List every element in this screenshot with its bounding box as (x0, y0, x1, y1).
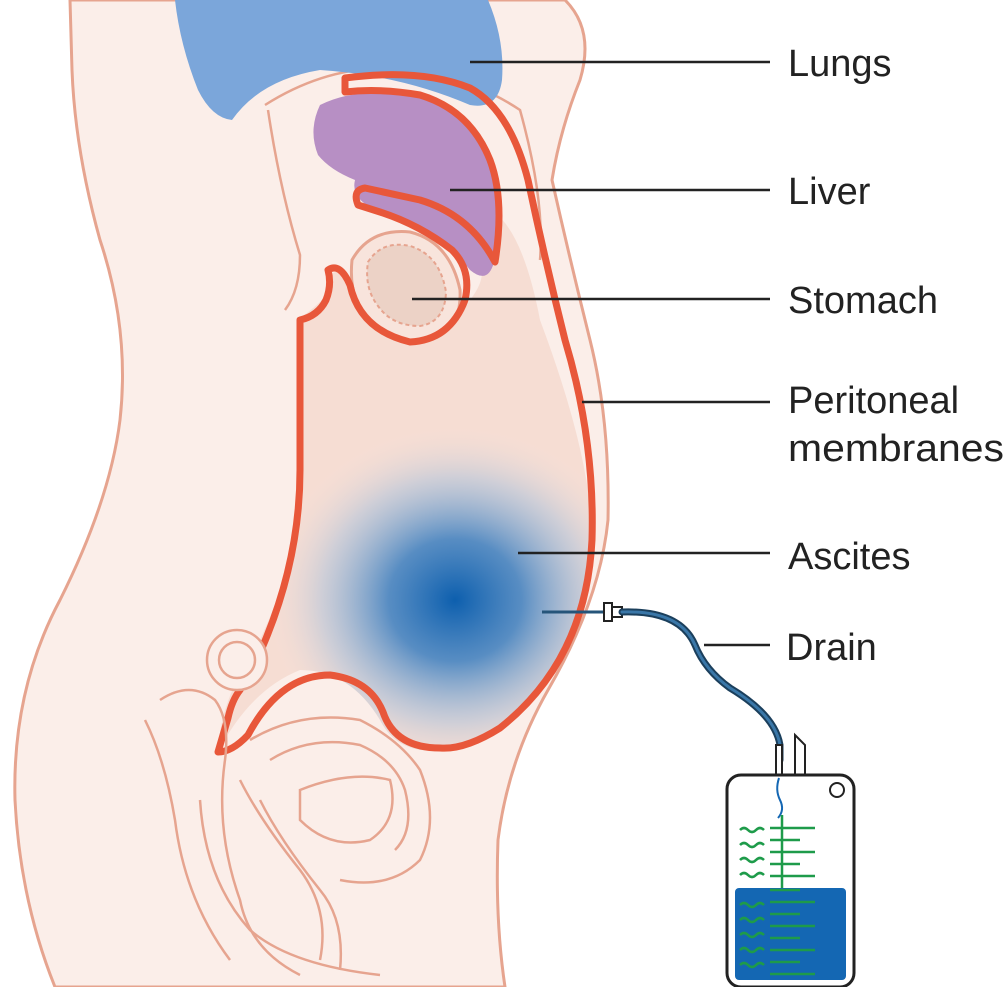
back-outline (266, 109, 302, 311)
peritoneal-label-line1: Peritoneal (788, 380, 959, 422)
peritoneal-membrane (214, 71, 596, 756)
peritoneal-label-line2: membranes (788, 428, 1004, 470)
liver-shape (313, 92, 500, 276)
pelvic-organs (143, 628, 432, 977)
drain-tube (618, 608, 784, 764)
liver-label: Liver (788, 171, 871, 213)
stomach-label: Stomach (788, 280, 938, 322)
lungs-label: Lungs (788, 43, 892, 85)
ascites-label: Ascites (788, 536, 910, 578)
lungs-shape (175, 0, 503, 120)
drainage-bag (725, 732, 856, 987)
drain-label: Drain (786, 627, 877, 669)
stomach-inner (366, 243, 448, 328)
